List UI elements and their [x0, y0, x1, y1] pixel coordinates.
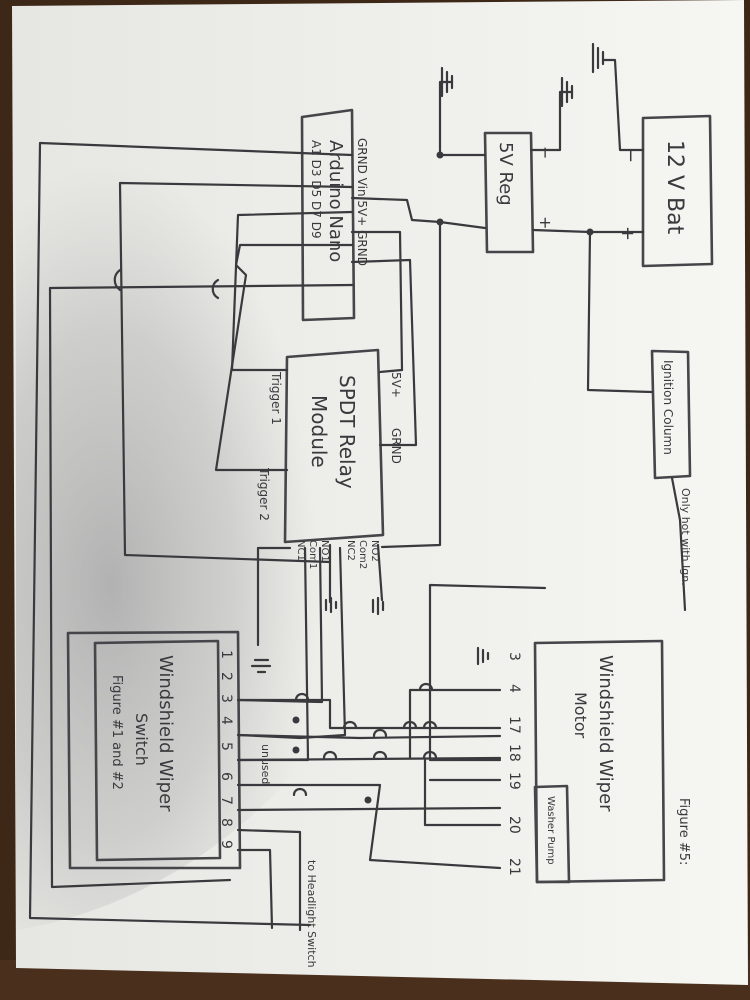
regulator-label: 5V Reg: [495, 142, 516, 206]
switch-pin: 4: [218, 716, 234, 725]
switch-pin: 5: [218, 742, 234, 751]
motor-figure-label: Figure #5:: [676, 798, 691, 865]
pump-box: [533, 784, 571, 884]
battery-label: 12 V Bat: [662, 140, 687, 235]
motor-pin: 3: [506, 652, 522, 661]
pump-label: Washer Pump: [545, 796, 556, 865]
switch-box: [66, 630, 242, 870]
switch-pins: 1 2 3 4 5 6 7 8 9: [218, 650, 234, 849]
motor-title-2: Motor: [571, 692, 590, 739]
relay-pin-grnd: GRND: [389, 428, 403, 464]
arduino-bottom-pins: A1 D3 D5 D7 D9: [309, 140, 323, 239]
relay-contact: Com2: [357, 540, 368, 569]
switch-pin: 7: [218, 796, 234, 805]
switch-unused-label: unused: [259, 744, 272, 784]
battery-minus: −: [620, 148, 641, 163]
switch-pin: 9: [218, 840, 234, 849]
relay-contact: Com1: [307, 540, 318, 569]
ignition-note: Only hot with Ign.: [679, 488, 692, 586]
arduino-box: [300, 108, 356, 322]
relay-trigger-1: Trigger 1: [269, 371, 283, 425]
switch-inner-box: [93, 639, 222, 862]
switch-pin: 2: [218, 672, 234, 681]
motor-pin: 17: [506, 716, 522, 734]
relay-contact: NO1: [319, 540, 330, 562]
battery-box: [641, 114, 714, 268]
relay-title-2: Module: [307, 395, 331, 468]
switch-pin: 3: [218, 694, 234, 703]
relay-box: [283, 348, 385, 544]
regulator-box: [483, 131, 535, 254]
regulator-minus: −: [536, 146, 555, 159]
switch-title: Windshield Wiper: [155, 655, 176, 812]
junction-dots: [292, 151, 594, 804]
regulator-plus: +: [536, 216, 555, 229]
motor-pin: 21: [506, 858, 522, 876]
switch-title-2: Switch: [132, 713, 151, 766]
relay-trigger-2: Trigger 2: [257, 467, 271, 521]
relay-title: SPDT Relay: [335, 375, 359, 489]
relay-contacts: NO2 Com2 NC2 NO1 Com1 NC1: [295, 540, 380, 569]
motor-pin: 20: [506, 816, 522, 834]
switch-pin: 6: [218, 772, 234, 781]
ignition-box: [650, 349, 692, 480]
battery-plus: +: [617, 226, 638, 241]
relay-contact: NC1: [295, 540, 306, 561]
motor-title: Windshield Wiper: [595, 655, 616, 812]
arduino-top-pins: GRND Vin 5V+ GRND: [355, 138, 369, 266]
relay-contact: NC2: [345, 540, 356, 561]
relay-pin-5v: 5V+: [389, 372, 403, 398]
ignition-label: Ignition Column: [661, 360, 675, 455]
headlight-label: to Headlight Switch: [305, 860, 318, 968]
arduino-title: Arduino Nano: [325, 140, 346, 262]
motor-pin: 19: [506, 772, 522, 790]
motor-pin: 4: [506, 684, 522, 693]
switch-pin: 1: [218, 650, 234, 659]
switch-subtitle: Figure #1 and #2: [109, 675, 124, 790]
relay-contact: NO2: [369, 540, 380, 562]
switch-pin: 8: [218, 818, 234, 827]
motor-pins: 3 4 17 18 19 20 21: [506, 652, 522, 876]
motor-pin: 18: [506, 744, 522, 762]
